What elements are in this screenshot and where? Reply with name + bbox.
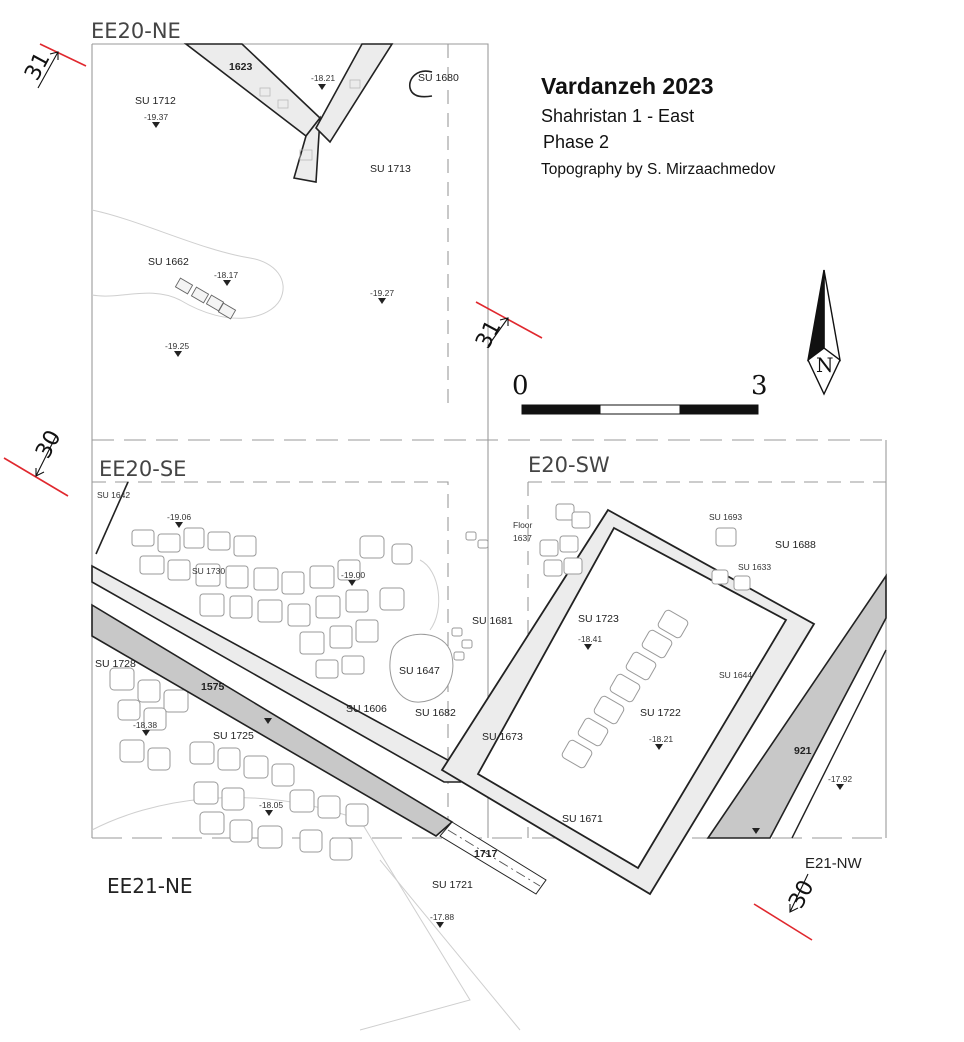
section-30-left bbox=[3, 457, 69, 497]
wall-right-diagonal bbox=[315, 43, 394, 144]
elevation-label: -17.88 bbox=[430, 912, 454, 922]
su-1682: SU 1682 bbox=[415, 707, 456, 719]
su-1673: SU 1673 bbox=[482, 731, 523, 743]
su-1712: SU 1712 bbox=[135, 95, 176, 107]
su-1693: SU 1693 bbox=[709, 512, 742, 522]
section-31-mid bbox=[475, 301, 543, 339]
su-1680: SU 1680 bbox=[418, 72, 459, 84]
su-1723: SU 1723 bbox=[578, 613, 619, 625]
elevation-label: -19.37 bbox=[144, 112, 168, 122]
scale-label-end: 3 bbox=[751, 371, 768, 401]
scale-bar bbox=[521, 404, 759, 415]
elevation-label: -19.25 bbox=[165, 341, 189, 351]
su-1633: SU 1633 bbox=[738, 562, 771, 572]
elevation-label: -18.17 bbox=[214, 270, 238, 280]
plan-subtitle-site: Shahristan 1 - East bbox=[541, 106, 694, 126]
wall-1623 bbox=[183, 43, 322, 138]
feature-1680 bbox=[408, 70, 433, 98]
su-1717: 1717 bbox=[474, 848, 498, 860]
elevation-label: -19.06 bbox=[167, 512, 191, 522]
su-1647: SU 1647 bbox=[399, 665, 440, 677]
feature-1647-outline bbox=[389, 633, 454, 703]
elevation-label: -19.27 bbox=[370, 288, 394, 298]
plan-subtitle-phase: Phase 2 bbox=[543, 132, 609, 152]
section-label-31-mid: 31 bbox=[471, 316, 506, 352]
su-1728: SU 1728 bbox=[95, 658, 136, 670]
su-1681: SU 1681 bbox=[472, 615, 513, 627]
su-1662: SU 1662 bbox=[148, 256, 189, 268]
su-1644: SU 1644 bbox=[719, 670, 752, 680]
su-1575: 1575 bbox=[201, 681, 225, 693]
section-30-bottom bbox=[753, 903, 813, 941]
su-1688: SU 1688 bbox=[775, 539, 816, 551]
section-arrows bbox=[35, 51, 809, 913]
su-1642: SU 1642 bbox=[97, 490, 130, 500]
elevation-label: -19.00 bbox=[341, 570, 365, 580]
wall-921-inner bbox=[791, 649, 887, 839]
su-1730: SU 1730 bbox=[192, 566, 225, 576]
su-1722: SU 1722 bbox=[640, 707, 681, 719]
su-labels: 1623 SU 1712 SU 1680 SU 1713 SU 1662 SU … bbox=[95, 61, 816, 891]
stones-floor-1637 bbox=[539, 503, 751, 591]
stone-field bbox=[109, 527, 489, 861]
floor-number: 1637 bbox=[513, 533, 532, 543]
elevation-label: -18.21 bbox=[649, 734, 673, 744]
room-stones bbox=[561, 609, 689, 769]
wall-1606 bbox=[91, 564, 468, 783]
su-921: 921 bbox=[794, 745, 812, 757]
grid-label-e20-sw: E20-SW bbox=[528, 453, 610, 477]
grid-label-ee20-ne: EE20-NE bbox=[91, 19, 181, 43]
stones-1662 bbox=[174, 277, 237, 320]
elevation-label: -18.05 bbox=[259, 800, 283, 810]
su-1713: SU 1713 bbox=[370, 163, 411, 175]
section-31-top bbox=[39, 43, 87, 67]
su-1606: SU 1606 bbox=[346, 703, 387, 715]
elevation-label: -18.38 bbox=[133, 720, 157, 730]
section-lines bbox=[3, 43, 813, 941]
top-walls bbox=[183, 43, 394, 183]
elevation-labels: -18.21 -19.37 -18.17 -19.27 -19.25 -19.0… bbox=[133, 73, 852, 922]
grid-label-e21-nw: E21-NW bbox=[805, 855, 863, 872]
plan-title: Vardanzeh 2023 bbox=[541, 73, 714, 99]
floor-label: Floor bbox=[513, 520, 533, 530]
su-1725: SU 1725 bbox=[213, 730, 254, 742]
scale-label-start: 0 bbox=[512, 371, 529, 401]
elevation-label: -18.41 bbox=[578, 634, 602, 644]
north-label: N bbox=[816, 353, 834, 377]
channel-1717 bbox=[439, 821, 547, 895]
su-1671: SU 1671 bbox=[562, 813, 603, 825]
wall-1642 bbox=[95, 481, 129, 555]
elevation-markers bbox=[142, 84, 844, 928]
wall-1575 bbox=[91, 603, 454, 837]
section-label-30-left: 30 bbox=[31, 426, 66, 462]
elevation-label: -18.21 bbox=[311, 73, 335, 83]
square-inner-se bbox=[92, 481, 449, 838]
su-1721: SU 1721 bbox=[432, 879, 473, 891]
top-wall-stones bbox=[259, 79, 361, 161]
grid-label-ee21-ne: EE21-NE bbox=[107, 874, 193, 898]
north-arrow-icon bbox=[807, 269, 841, 396]
su-1623: 1623 bbox=[229, 61, 253, 73]
plan-credit: Topography by S. Mirzaachmedov bbox=[541, 161, 776, 178]
grid-label-ee20-se: EE20-SE bbox=[99, 457, 186, 481]
wall-921 bbox=[706, 573, 887, 839]
elevation-label: -17.92 bbox=[828, 774, 852, 784]
